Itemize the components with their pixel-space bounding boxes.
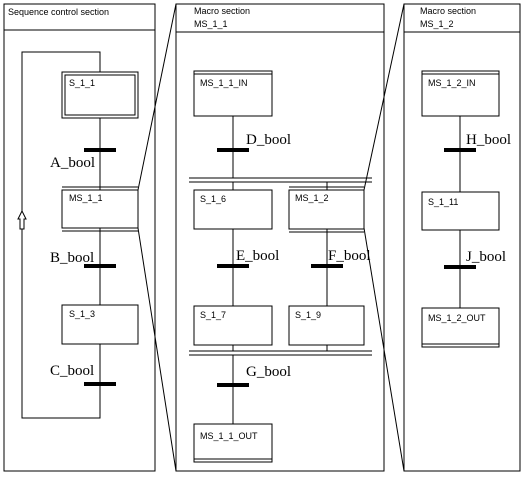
step-label: S_1_11 (428, 197, 458, 207)
macro-output-step-ms-1-1-out: MS_1_1_OUT (193, 423, 273, 463)
macro-output-step-ms-1-2-out: MS_1_2_OUT (421, 307, 500, 348)
step-label: MS_1_2_OUT (428, 313, 486, 323)
macro-step-ms-1-2: MS_1_2 (288, 186, 365, 233)
step-label: S_1_3 (69, 309, 95, 319)
condition-label: F_bool (328, 248, 371, 264)
condition-label: D_bool (246, 132, 291, 148)
macro-ms-1-1-chart: MS_1_1_IN D_bool S_1_6 MS_1_2 E_bool F_b… (189, 70, 372, 463)
macro-ms-1-2-chart: MS_1_2_IN H_bool S_1_11 J_bool MS_1_2_OU… (421, 70, 511, 348)
step-label: MS_1_1_OUT (200, 431, 258, 441)
step-label: MS_1_1_IN (200, 78, 248, 88)
sequence-chart: S_1_1 A_bool MS_1_1 B_bool S_1_3 C_bool (17, 51, 139, 419)
panel-title: Sequence control section (8, 7, 109, 17)
step-label: MS_1_2_IN (428, 78, 476, 88)
sequence-control-panel: Sequence control section (3, 3, 156, 472)
condition-label: A_bool (50, 155, 95, 171)
panel-title-line1: Macro section (420, 6, 476, 16)
condition-label: G_bool (246, 364, 291, 380)
panel-title-line2: MS_1_1 (194, 19, 228, 29)
zoom-connectors (137, 3, 405, 472)
step-label: S_1_7 (200, 310, 226, 320)
macro-section-ms-1-2-panel: Macro section MS_1_2 (403, 3, 521, 472)
condition-label: H_bool (466, 132, 511, 148)
macro-step-ms-1-1: MS_1_1 (61, 186, 139, 232)
step-s-1-11: S_1_11 (421, 191, 500, 231)
condition-label: C_bool (50, 363, 94, 379)
step-label: MS_1_1 (69, 193, 103, 203)
panel-title-line2: MS_1_2 (420, 19, 454, 29)
loop-back-line (21, 51, 101, 419)
macro-input-step-ms-1-2-in: MS_1_2_IN (421, 70, 500, 117)
step-label: S_1_6 (200, 194, 226, 204)
step-s-1-6: S_1_6 (193, 189, 273, 230)
step-label: S_1_1 (69, 78, 95, 88)
step-s-1-7: S_1_7 (193, 305, 273, 346)
step-s-1-3: S_1_3 (61, 304, 139, 345)
up-arrow-icon (17, 209, 27, 230)
condition-label: E_bool (236, 248, 279, 264)
panel-title-line1: Macro section (194, 6, 250, 16)
step-s-1-9: S_1_9 (288, 305, 365, 346)
initial-step-s-1-1: S_1_1 (61, 71, 139, 119)
condition-label: J_bool (466, 249, 506, 265)
macro-input-step-ms-1-1-in: MS_1_1_IN (193, 70, 273, 117)
macro-section-ms-1-1-panel: Macro section MS_1_1 (175, 3, 385, 472)
step-label: MS_1_2 (295, 193, 329, 203)
step-label: S_1_9 (295, 310, 321, 320)
condition-label: B_bool (50, 250, 94, 266)
